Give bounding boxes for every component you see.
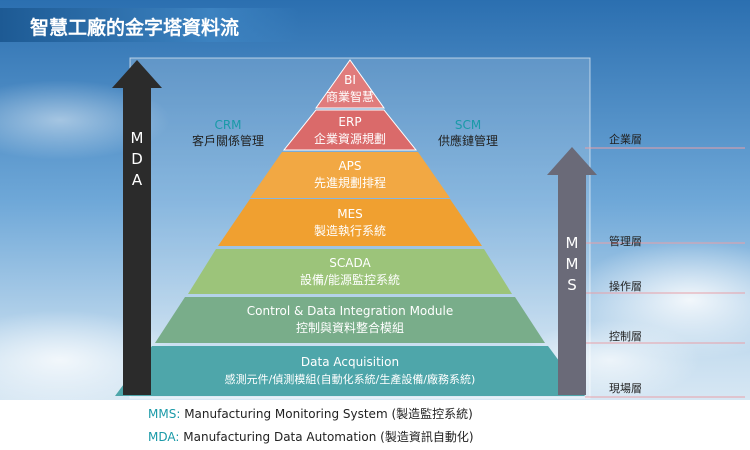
tier-mes-label: MES 製造執行系統 (314, 206, 386, 240)
tier-scada-label: SCADA 設備/能源監控系統 (300, 255, 400, 289)
tier-mes-zh: 製造執行系統 (313, 224, 387, 238)
mms-letter: S (567, 276, 577, 294)
mda-letter: A (131, 171, 143, 189)
tier-bi (315, 59, 385, 109)
legend-mda: MDA: Manufacturing Data Automation (製造資訊… (148, 428, 474, 445)
crm-en: CRM (214, 118, 242, 132)
tier-control-label: Control & Data Integration Module 控制與資料整… (247, 303, 453, 337)
mda-letters: M D A (131, 128, 144, 191)
mms-letters: M M S (566, 233, 579, 296)
legend-mms: MMS: Manufacturing Monitoring System (製造… (148, 405, 473, 422)
tier-scada (188, 249, 512, 294)
tier-mes-en: MES (337, 207, 363, 221)
legend-mda-abbr: MDA: (148, 430, 180, 444)
mda-arrow (112, 60, 162, 395)
scm-label: SCM 供應鏈管理 (438, 117, 498, 149)
tier-aps-en: APS (338, 159, 362, 173)
layer-label-management: 管理層 (609, 235, 642, 248)
tier-data-zh: 感測元件/偵測模組(自動化系統/生產設備/廠務系統) (224, 373, 476, 386)
tier-erp-zh: 企業資源規劃 (313, 132, 387, 146)
scm-zh: 供應鏈管理 (437, 134, 499, 148)
mda-letter: D (131, 150, 143, 168)
tier-mes (218, 199, 482, 246)
tier-bi-zh: 商業智慧 (325, 90, 375, 104)
tier-control-en: Control & Data Integration Module (246, 304, 454, 318)
crm-label: CRM 客戶關係管理 (192, 117, 264, 149)
tier-control-zh: 控制與資料整合模組 (295, 321, 404, 335)
tier-data-en: Data Acquisition (300, 355, 400, 369)
mms-arrow (547, 147, 597, 395)
legend-mda-desc: Manufacturing Data Automation (製造資訊自動化) (179, 430, 474, 444)
layer-label-control: 控制層 (609, 330, 642, 343)
tier-aps-zh: 先進規劃排程 (313, 176, 387, 190)
tier-control (155, 297, 545, 343)
tier-erp-en: ERP (338, 115, 362, 129)
title-banner (0, 8, 300, 42)
page-title: 智慧工廠的金字塔資料流 (30, 17, 240, 39)
legend-mms-abbr: MMS: (148, 407, 181, 421)
mda-letter: M (130, 129, 144, 147)
layer-label-operation: 操作層 (609, 280, 642, 293)
tier-erp (282, 109, 418, 151)
tier-bi-label: BI 商業智慧 (326, 72, 374, 106)
tier-aps (250, 152, 450, 198)
legend-mms-desc: Manufacturing Monitoring System (製造監控系統) (180, 407, 473, 421)
layer-label-field: 現場層 (609, 382, 642, 395)
tier-aps-label: APS 先進規劃排程 (314, 158, 386, 192)
scm-en: SCM (454, 118, 482, 132)
mms-letter: M (565, 255, 579, 273)
crm-zh: 客戶關係管理 (191, 134, 265, 148)
tier-scada-zh: 設備/能源監控系統 (299, 273, 401, 287)
tier-erp-label: ERP 企業資源規劃 (314, 114, 386, 148)
mms-letter: M (565, 234, 579, 252)
tier-scada-en: SCADA (329, 256, 371, 270)
layer-label-enterprise: 企業層 (609, 133, 642, 146)
tier-data-label: Data Acquisition 感測元件/偵測模組(自動化系統/生產設備/廠務… (225, 353, 476, 389)
tier-bi-en: BI (344, 73, 356, 87)
tier-data (115, 346, 585, 396)
layer-lines (585, 147, 745, 398)
